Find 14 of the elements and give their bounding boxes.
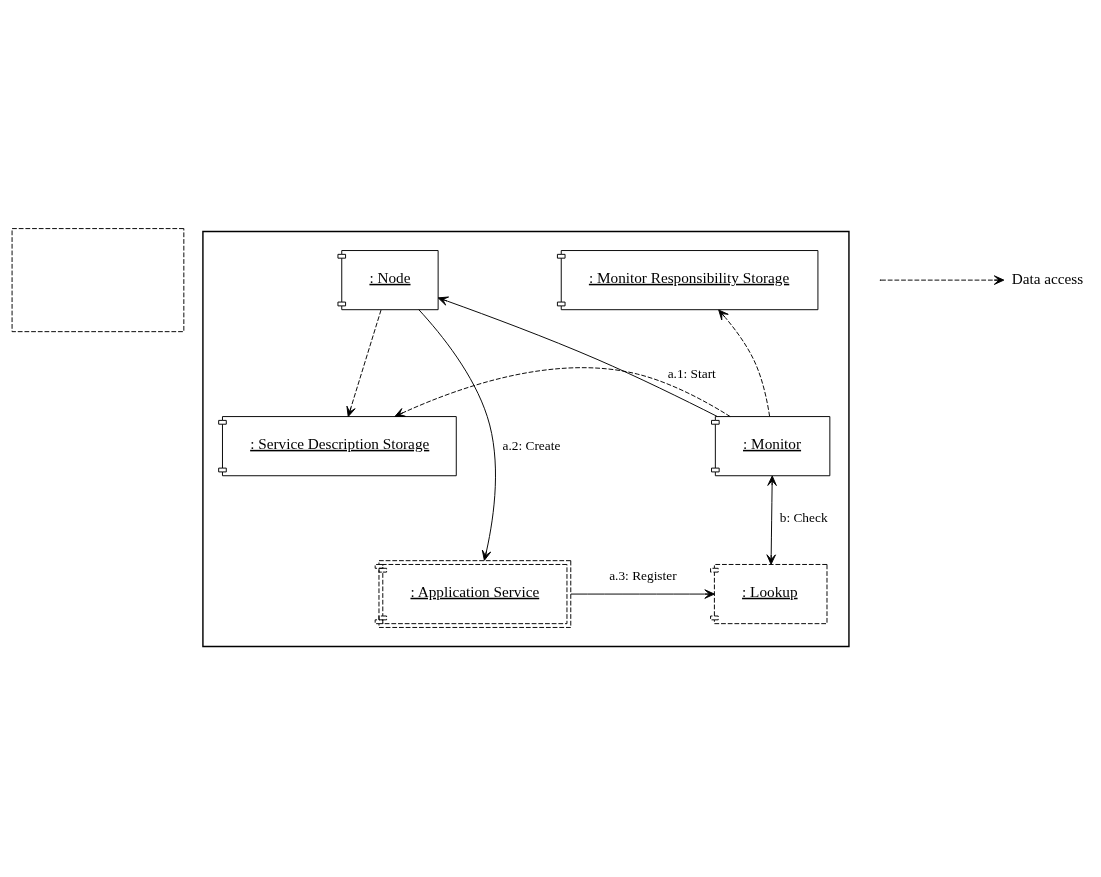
arrow [394,366,731,417]
arrow [570,588,715,599]
arrow [437,296,718,417]
arrow [346,309,382,417]
cluster [202,230,850,647]
edge-label: a.3: Register [609,567,677,583]
edge-label: a.2: Create [502,437,561,453]
legend-label: Data access [1011,269,1084,287]
arrow [718,309,771,417]
arrow [766,475,777,565]
edge-label: b: Check [779,509,828,525]
edge-label: a.1: Start [667,365,716,381]
arrow [418,308,496,561]
node-box [11,227,185,332]
